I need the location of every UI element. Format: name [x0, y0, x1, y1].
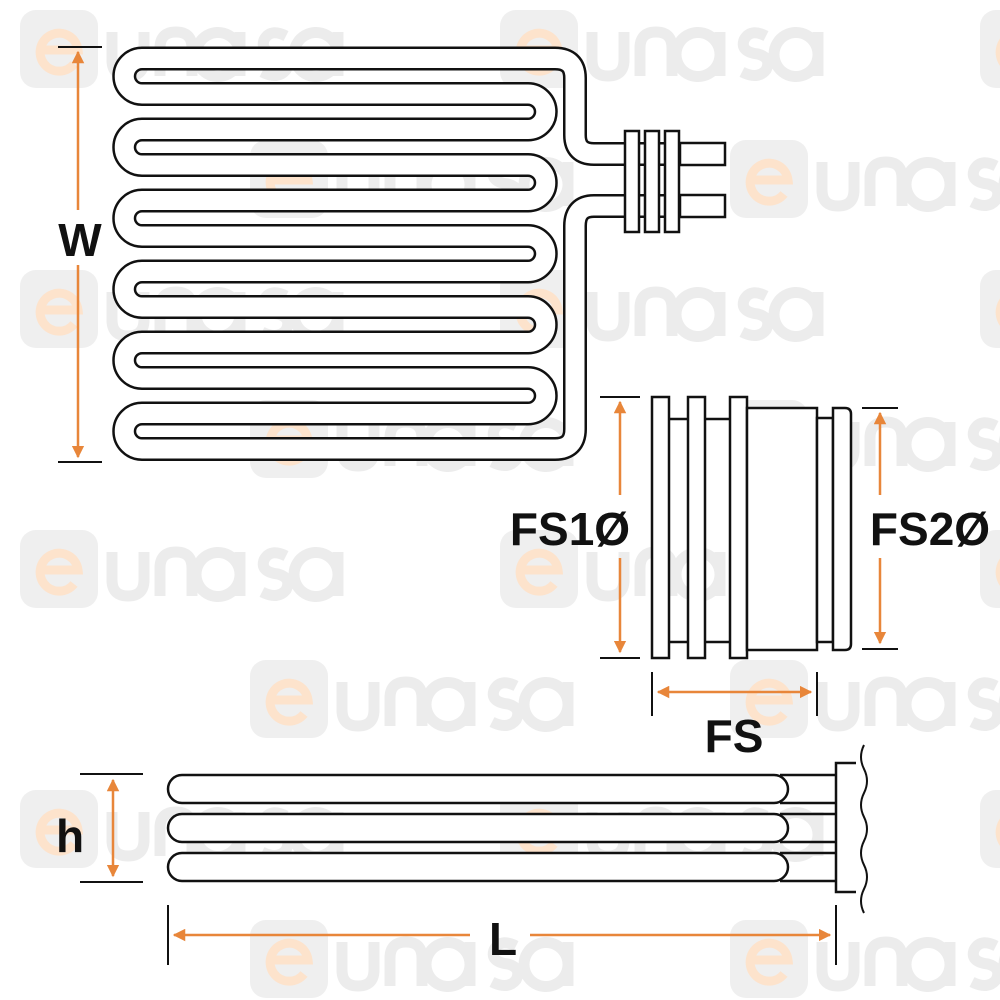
logo-wordmark [816, 156, 1000, 212]
length-label: L [489, 913, 517, 965]
logo-wordmark [336, 936, 574, 992]
eunasa-watermark [980, 530, 1000, 608]
logo-e-mark [265, 418, 314, 466]
flange-diameter-1-label: FS1Ø [510, 503, 630, 555]
height-label: h [56, 810, 84, 862]
serpentine-tube-fill [114, 49, 680, 459]
serpentine-tube-outline [112, 46, 680, 461]
length-dimension: L [167, 905, 837, 965]
logo-e-mark [515, 548, 564, 596]
terminal-pin [678, 193, 727, 219]
top-view-heater [112, 46, 727, 461]
logo-wordmark [816, 676, 1000, 732]
eunasa-watermark [980, 10, 1000, 88]
logo-e-mark [515, 28, 564, 76]
logo-e-mark [265, 678, 314, 726]
flange-diameter-2-dimension: FS2Ø [862, 407, 990, 650]
logo-wordmark [586, 26, 824, 82]
terminal-pin [678, 141, 727, 167]
flange-diameter-1-dimension: FS1Ø [510, 396, 640, 659]
logo-wordmark [106, 546, 344, 602]
eunasa-watermark [20, 530, 344, 608]
eunasa-watermark [730, 140, 1000, 218]
eunasa-watermark [980, 270, 1000, 348]
logo-e-mark [35, 288, 84, 336]
terminal-plates [623, 129, 681, 234]
eunasa-watermark [730, 920, 1000, 998]
eunasa-watermark [250, 660, 574, 738]
side-view-heater [166, 744, 868, 914]
flange-length-label: FS [705, 710, 764, 762]
width-label: W [58, 214, 102, 266]
flange-detail [650, 395, 853, 660]
flange-length-dimension: FS [651, 672, 818, 762]
logo-wordmark [816, 936, 1000, 992]
width-dimension: W [58, 46, 102, 463]
logo-e-mark [35, 548, 84, 596]
logo-e-mark [745, 158, 794, 206]
logo-wordmark [336, 676, 574, 732]
logo-e-mark [745, 938, 794, 986]
logo-wordmark [586, 286, 824, 342]
logo-e-mark [35, 808, 84, 856]
eunasa-watermark [980, 790, 1000, 868]
eunasa-watermark [250, 920, 574, 998]
logo-e-mark [265, 938, 314, 986]
logo-e-mark [35, 28, 84, 76]
height-dimension: h [56, 773, 143, 883]
flange-diameter-2-label: FS2Ø [870, 503, 990, 555]
